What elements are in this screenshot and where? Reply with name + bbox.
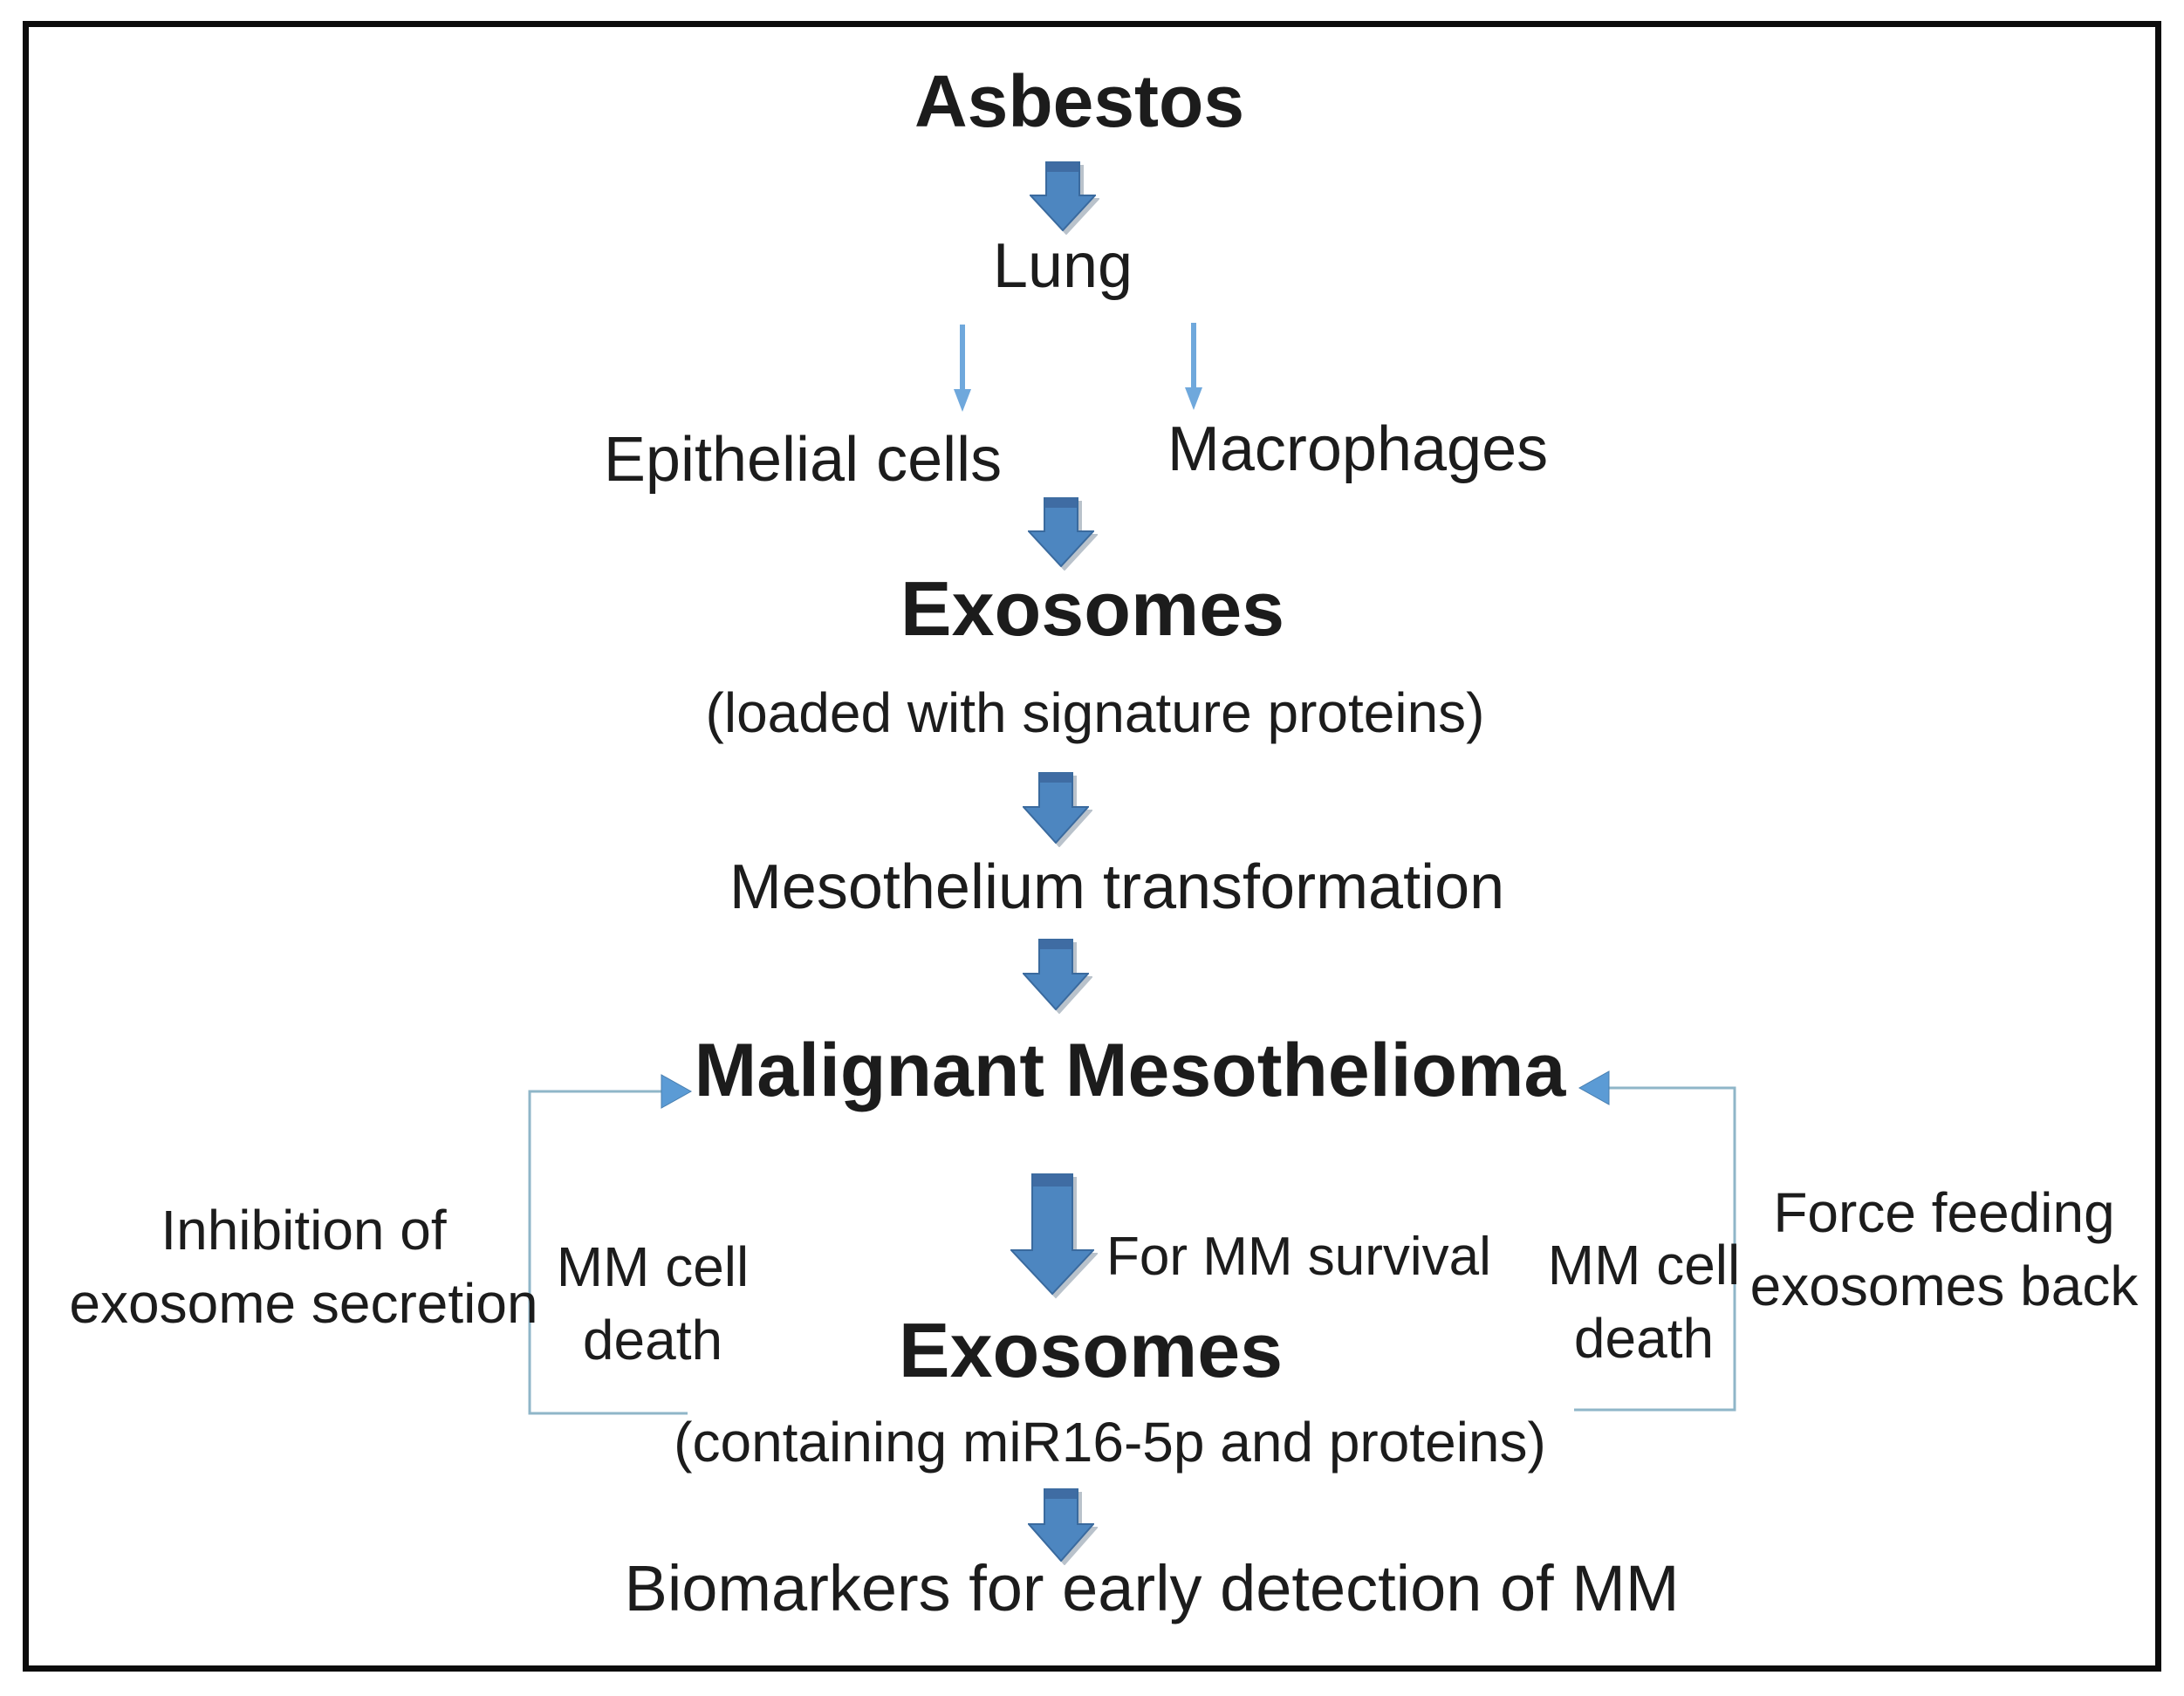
node-biomarkers: Biomarkers for early detection of MM — [624, 1552, 1680, 1624]
label-inhibition-of-exosome-secretion: Inhibition of exosome secretion — [69, 1193, 537, 1341]
thin-down-arrow-right-icon — [1183, 323, 1204, 416]
down-arrow-5-icon — [1028, 1488, 1094, 1562]
mm-cell-death-left-line-1: MM cell — [556, 1235, 750, 1298]
label-mm-cell-death-left: MM cell death — [557, 1230, 749, 1378]
node-mesothelium-transformation: Mesothelium transformation — [729, 852, 1505, 922]
thin-down-arrow-left-icon — [952, 325, 973, 418]
note-containing-mir16-5p-and-proteins: (containing miR16-5p and proteins) — [674, 1411, 1546, 1474]
mm-cell-death-right-line-1: MM cell — [1547, 1234, 1741, 1296]
mm-cell-death-right-line-2: death — [1573, 1307, 1715, 1371]
down-arrow-2-icon — [1028, 497, 1094, 567]
big-down-arrow-icon — [1010, 1173, 1094, 1296]
down-arrow-1-icon — [1030, 161, 1096, 231]
node-exosomes-bottom: Exosomes — [898, 1307, 1284, 1393]
node-exosomes-top: Exosomes — [900, 565, 1285, 652]
inhibition-line-2: exosome secretion — [69, 1272, 538, 1336]
node-lung: Lung — [992, 231, 1133, 301]
force-feeding-line-1: Force feeding — [1773, 1181, 2115, 1244]
note-loaded-with-signature-proteins: (loaded with signature proteins) — [705, 681, 1485, 744]
mm-cell-death-left-line-2: death — [582, 1309, 723, 1372]
down-arrow-3-icon — [1023, 772, 1089, 844]
down-arrow-4-icon — [1023, 939, 1089, 1010]
node-asbestos: Asbestos — [914, 60, 1245, 142]
node-macrophages: Macrophages — [1167, 414, 1549, 484]
diagram-border — [23, 21, 2161, 1672]
inhibition-line-1: Inhibition of — [161, 1199, 447, 1262]
label-force-feeding-exosomes-back: Force feeding exosomes back — [1750, 1176, 2139, 1323]
force-feeding-line-2: exosomes back — [1749, 1255, 2139, 1318]
node-epithelial-cells: Epithelial cells — [603, 425, 1003, 495]
label-mm-cell-death-right: MM cell death — [1548, 1228, 1740, 1376]
label-for-mm-survival: For MM survival — [1106, 1227, 1491, 1287]
node-malignant-mesothelioma: Malignant Mesothelioma — [694, 1029, 1566, 1112]
